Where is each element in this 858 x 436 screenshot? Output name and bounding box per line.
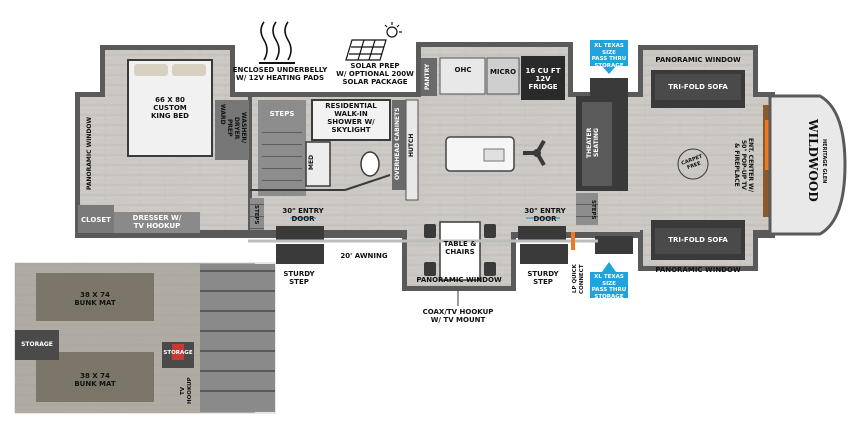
sturdy-step-left	[276, 244, 324, 264]
kitchen-island	[445, 136, 515, 172]
panoramic-window-bottom-right-label: PANORAMIC WINDOW	[655, 266, 741, 274]
tv-hookup-label: TV HOOKUP	[180, 377, 193, 404]
theater-seating-label: THEATER SEATING	[586, 127, 600, 159]
pantry-block	[421, 58, 437, 96]
ceiling-fan-icon	[523, 139, 546, 167]
lp-connect-mark	[571, 232, 575, 250]
ohc-block	[439, 57, 486, 95]
bunk-mat-top-label: 38 X 74 BUNK MAT	[74, 291, 116, 307]
ent-center-label: ENT. CENTER W/ 50" POP-UP TV & FIREPLACE	[733, 138, 754, 192]
trifold-sofa-bottom-label: TRI-FOLD SOFA	[668, 236, 728, 244]
entry-door-right	[518, 226, 566, 240]
solar-prep-label: SOLAR PREP W/ OPTIONAL 200W SOLAR PACKAG…	[336, 62, 414, 86]
ward-label: WARD	[219, 104, 226, 125]
storage-bottom-box	[595, 236, 633, 254]
bunk-mat-top	[36, 273, 154, 321]
entry-door-left	[276, 226, 324, 240]
sturdy-step-right-label: STURDY STEP	[527, 270, 559, 286]
vanity	[305, 141, 331, 187]
xl-storage-bottom-label: XL TEXAS SIZE PASS THRU STORAGE	[591, 274, 627, 300]
dresser-block	[114, 212, 200, 233]
storage-red-icon	[172, 344, 184, 360]
toilet	[360, 151, 380, 177]
king-bed-label: 66 X 80 CUSTOM KING BED	[151, 96, 189, 120]
pantry-label: PANTRY	[424, 63, 431, 91]
dresser-label: DRESSER W/ TV HOOKUP	[132, 214, 182, 230]
coax-tv-label: COAX/TV HOOKUP W/ TV MOUNT	[422, 308, 494, 324]
carpet-free-badge	[677, 148, 709, 180]
steps-left-block	[250, 198, 264, 230]
living-floor	[635, 97, 770, 230]
panoramic-window-left-label: PANORAMIC WINDOW	[86, 116, 93, 190]
steps-right-label: STEPS	[590, 200, 596, 220]
storage-right-label: STORAGE	[163, 350, 193, 356]
ohc-label: OHC	[454, 66, 472, 74]
fridge-label: 16 CU FT 12V FRIDGE	[525, 67, 561, 91]
xl-storage-top-label: XL TEXAS SIZE PASS THRU STORAGE	[591, 43, 627, 69]
overhead-cabinets-label: OVERHEAD CABINETS	[394, 107, 401, 181]
panoramic-window-top-right-label: PANORAMIC WINDOW	[655, 56, 741, 64]
solar-panel-icon	[345, 22, 402, 61]
entry-door-right-label: 30" ENTRY DOOR	[524, 207, 566, 223]
sturdy-step-right	[520, 244, 568, 264]
bunk-mat-bottom	[36, 352, 154, 402]
washer-dryer-block	[215, 100, 249, 160]
washer-dryer-label: WASHER/ DRYER PREP	[226, 112, 247, 144]
med-label: MED	[308, 154, 315, 170]
steps-left-label: STEPS	[253, 205, 259, 225]
hutch-label: HUTCH	[408, 133, 415, 157]
trifold-sofa-top-label: TRI-FOLD SOFA	[668, 83, 728, 91]
heat-icon	[259, 21, 295, 64]
panoramic-window-dinette-label: PANORAMIC WINDOW	[416, 276, 502, 284]
micro-block	[486, 57, 520, 95]
loft-stairs	[200, 264, 275, 412]
front-cap	[768, 94, 847, 236]
closet-block	[78, 205, 114, 233]
micro-label: MICRO	[489, 68, 517, 76]
table-chairs-label: TABLE & CHAIRS	[443, 240, 477, 256]
storage-left-label: STORAGE	[21, 341, 53, 348]
storage-top-callout	[590, 40, 628, 74]
storage-bottom-callout	[590, 262, 628, 298]
lp-quick-connect-label: LP QUICK CONNECT	[572, 264, 585, 294]
enclosed-underbelly-label: ENCLOSED UNDERBELLY W/ 12V HEATING PADS	[232, 66, 328, 82]
heritage-glen-label: HERITAGE GLEN	[821, 138, 827, 184]
hutch-block	[405, 99, 419, 201]
fridge-block	[521, 56, 565, 100]
bunk-mat-bottom-label: 38 X 74 BUNK MAT	[74, 372, 116, 388]
dining-table	[439, 221, 481, 281]
entry-door-left-label: 30" ENTRY DOOR	[282, 207, 324, 223]
awning-label: 20' AWNING	[340, 252, 388, 260]
residential-shower-label: RESIDENTIAL WALK-IN SHOWER W/ SKYLIGHT	[325, 102, 377, 134]
steps-upper-label: STEPS	[269, 110, 295, 118]
loft-storage-left	[15, 330, 59, 360]
overhead-cabinets-block	[392, 100, 406, 190]
wildwood-logo: WILDWOOD	[806, 118, 820, 202]
steps-right-block	[576, 193, 598, 225]
storage-top-box	[590, 78, 628, 98]
shower	[311, 99, 391, 141]
sturdy-step-left-label: STURDY STEP	[283, 270, 315, 286]
closet-label: CLOSET	[81, 216, 111, 224]
